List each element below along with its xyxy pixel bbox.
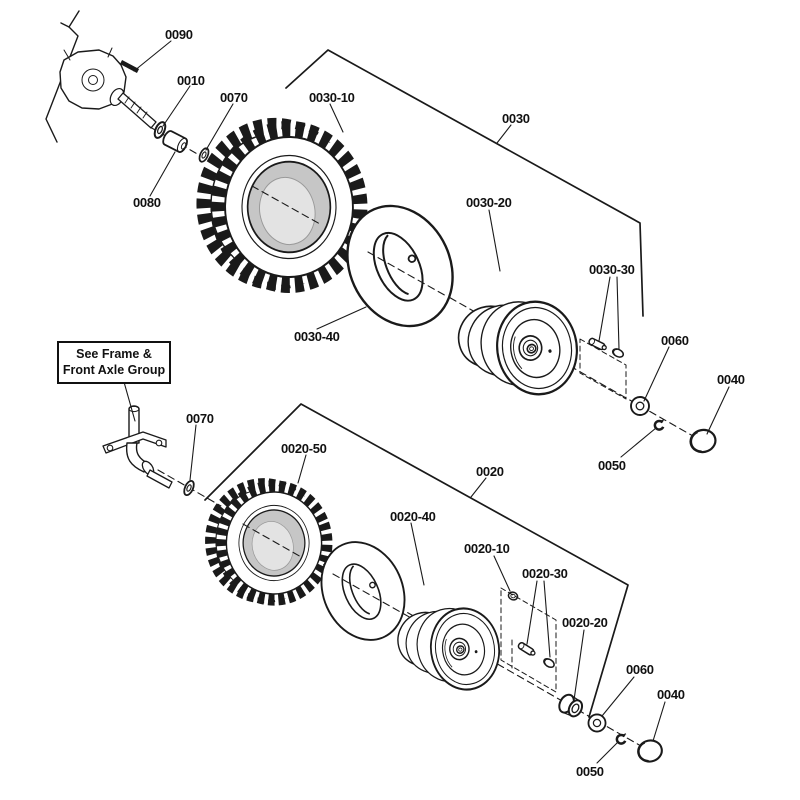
callout-0010: 0010	[177, 73, 205, 88]
callout-0020-40: 0020-40	[390, 509, 436, 524]
hub-cap-0040-bottom	[635, 737, 665, 765]
callout-0030-20: 0030-20	[466, 195, 512, 210]
callout-0020-20: 0020-20	[562, 615, 608, 630]
callout-0030-10: 0030-10	[309, 90, 355, 105]
valve-detail-boxes	[500, 338, 627, 693]
leader-lines	[123, 40, 730, 764]
callout-0040-bottom: 0040	[657, 687, 685, 702]
callout-0080: 0080	[133, 195, 161, 210]
callout-0070-top: 0070	[220, 90, 248, 105]
callout-0040-top: 0040	[717, 372, 745, 387]
callout-0020-30: 0020-30	[522, 566, 568, 581]
bracket-0030	[285, 49, 644, 317]
callout-0030-40: 0030-40	[294, 329, 340, 344]
hub-cap-0040-top	[687, 426, 719, 456]
callout-0030: 0030	[502, 111, 530, 126]
bushing-0020-20	[555, 691, 587, 721]
axis-overlay	[242, 185, 449, 624]
group-brackets	[204, 49, 644, 718]
reference-note-box: See Frame & Front Axle Group	[57, 341, 171, 384]
rim-bottom	[391, 591, 509, 709]
transaxle-sketch	[45, 10, 157, 143]
reference-note-line2: Front Axle Group	[62, 363, 166, 378]
callout-0060-bottom: 0060	[626, 662, 654, 677]
washer-0070-bottom	[181, 478, 197, 498]
reference-note-line1: See Frame &	[76, 347, 152, 361]
callout-0020: 0020	[476, 464, 504, 479]
callout-0060-top: 0060	[661, 333, 689, 348]
callout-0020-10: 0020-10	[464, 541, 510, 556]
valve-cap-bottom	[541, 656, 557, 670]
callout-0050-top: 0050	[598, 458, 626, 473]
callout-0050-bottom: 0050	[576, 764, 604, 779]
callout-0020-50: 0020-50	[281, 441, 327, 456]
valve-cap-top	[610, 346, 626, 360]
spindle-sketch	[102, 405, 173, 489]
callout-0090: 0090	[165, 27, 193, 42]
callout-0030-30: 0030-30	[589, 262, 635, 277]
washer-0060-top	[630, 396, 650, 416]
bracket-0020	[204, 403, 629, 718]
spacer-0080	[162, 130, 188, 153]
rim-top	[450, 281, 589, 416]
washer-0060-bottom	[587, 713, 607, 733]
callout-0070-bottom: 0070	[186, 411, 214, 426]
